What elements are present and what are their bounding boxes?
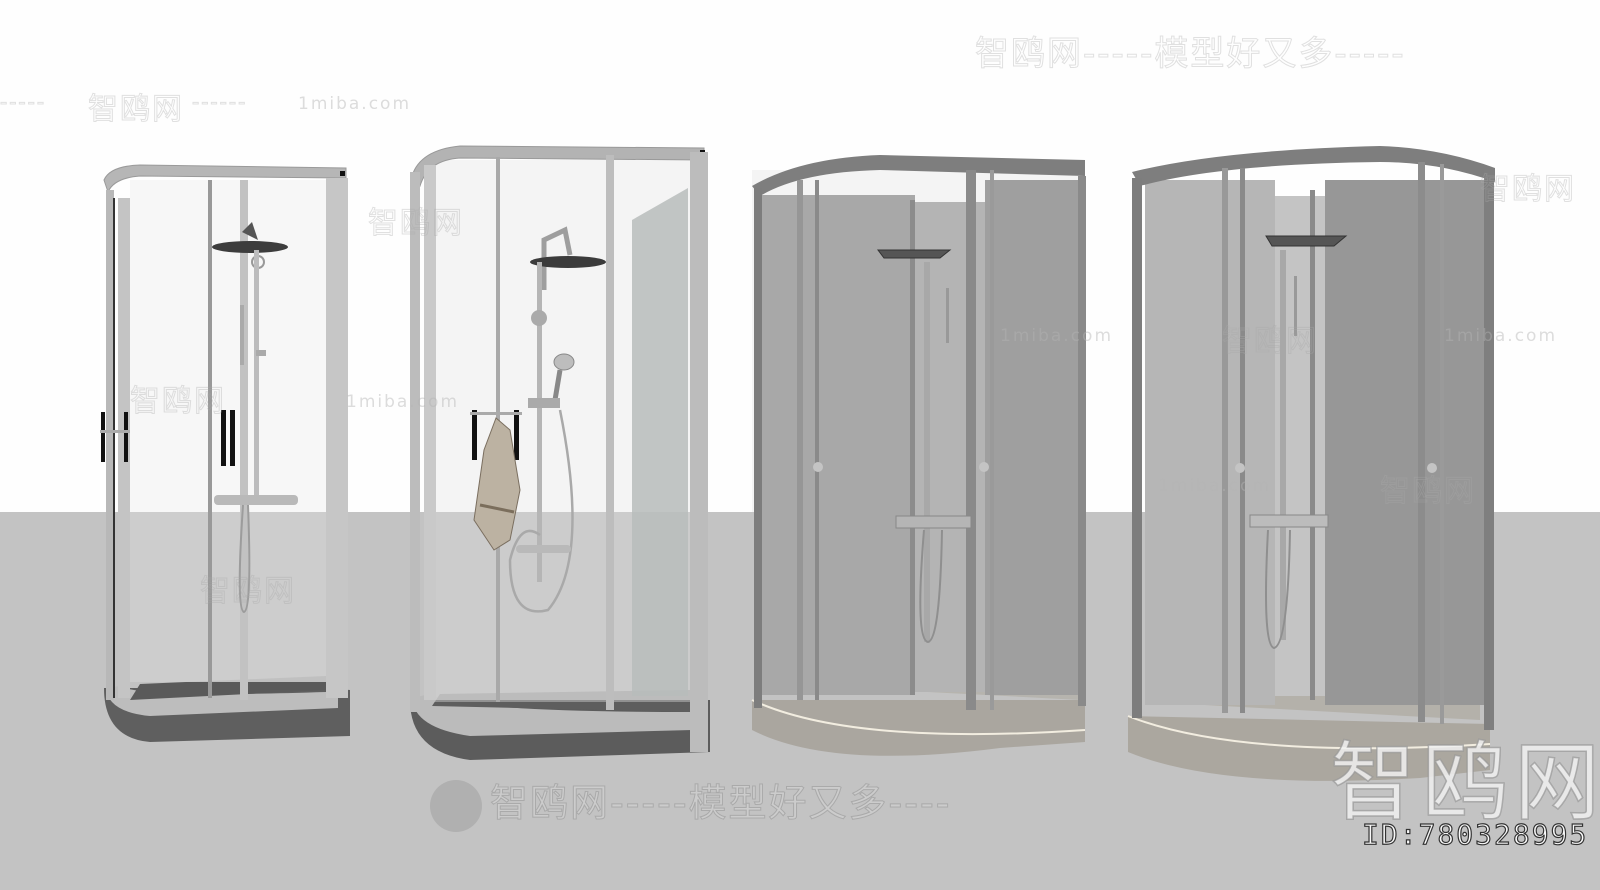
- watermark-site-4: 1miba.com: [1444, 326, 1558, 346]
- watermark-site-5: 1miba.com: [1158, 476, 1272, 496]
- watermark-mid-4: 智鸥网: [1222, 324, 1318, 360]
- watermark-bottom: 智鸥网-----模型好又多----: [430, 772, 951, 827]
- watermark-mid-2: 智鸥网: [130, 384, 226, 420]
- watermark-site-1: 1miba.com: [298, 94, 412, 114]
- bird-logo-icon: [430, 780, 482, 832]
- model-id-label: ID:780328995: [1361, 817, 1589, 851]
- watermark-top-left-brand: 智鸥网: [88, 92, 184, 128]
- watermark-mid-1: 智鸥网: [368, 206, 464, 242]
- watermark-mid-3: 智鸥网: [200, 574, 296, 610]
- brand-logo-large: 智鸥网: [1329, 732, 1600, 834]
- watermark-bottom-text: 智鸥网-----模型好又多----: [489, 781, 952, 826]
- enclosure-1: [100, 164, 350, 742]
- watermark-top-left-dash2: ------: [191, 90, 248, 115]
- watermark-mid-6: 智鸥网: [1480, 172, 1576, 208]
- enclosure-4: [1127, 146, 1495, 781]
- enclosure-3: [751, 155, 1086, 756]
- watermark-site-3: 1miba.com: [1000, 326, 1114, 346]
- watermark-top-right: 智鸥网-----模型好又多-----: [975, 34, 1406, 75]
- watermark-top-left-dash: -----: [0, 90, 47, 115]
- watermark-site-2: 1miba.com: [346, 392, 460, 412]
- watermark-mid-5: 智鸥网: [1380, 474, 1476, 510]
- enclosure-2: [410, 145, 710, 760]
